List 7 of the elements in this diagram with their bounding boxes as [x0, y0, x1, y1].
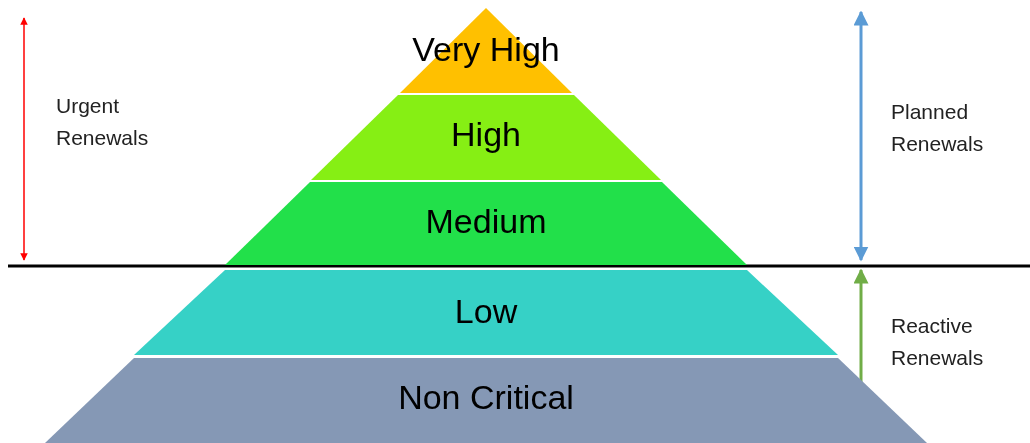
side-label: Planned Renewals	[891, 99, 985, 157]
layer-label: Low	[453, 292, 519, 331]
side-label: Reactive Renewals	[891, 313, 985, 371]
layer-label: Medium	[424, 202, 548, 241]
side-label: Urgent Renewals	[56, 93, 150, 151]
layer-label: Non Critical	[397, 378, 575, 417]
layer-label: High	[450, 115, 522, 154]
